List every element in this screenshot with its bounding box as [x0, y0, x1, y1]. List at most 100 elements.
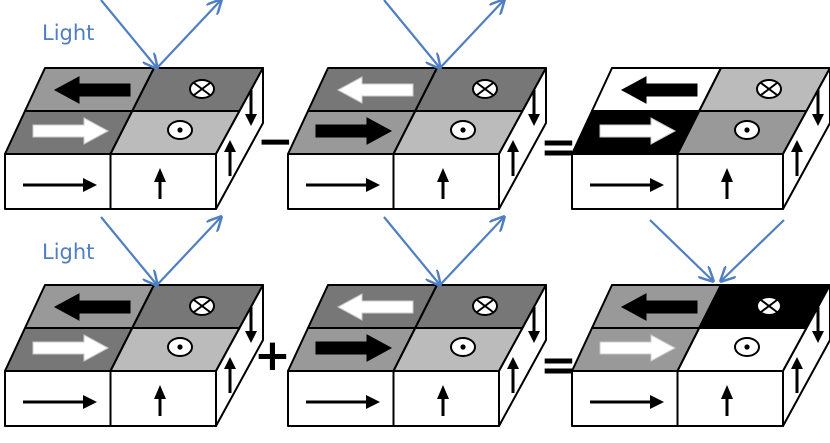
magnetization-arrow-lower [599, 117, 677, 145]
out-of-page-dot [460, 344, 466, 350]
magnetization-arrow-upper [336, 76, 414, 104]
out-of-page-dot [177, 127, 183, 133]
front-face-left [287, 153, 395, 210]
light-ray-reflected [156, 217, 221, 286]
out-of-page-icon [167, 120, 193, 140]
cube-top-mid [287, 0, 547, 210]
front-arrow-right-head [366, 178, 380, 192]
front-face-left [4, 370, 112, 427]
front-arrow-up-head [437, 385, 449, 399]
light-ray-incident-left [649, 219, 713, 281]
side-arrow-up-head [507, 357, 519, 369]
front-arrow-right [590, 395, 664, 409]
front-arrow-up [437, 385, 449, 416]
magnetization-arrow-upper [53, 293, 131, 321]
magnetization-arrow-lower [315, 334, 393, 362]
front-arrow-right-head [366, 395, 380, 409]
equals-operator-bottom: = [540, 340, 577, 391]
cube-group [4, 0, 830, 427]
into-page-cross-b [476, 299, 494, 313]
front-arrow-right [23, 178, 97, 192]
out-of-page-icon [450, 120, 476, 140]
front-arrow-up-head [154, 168, 166, 182]
front-face-left [287, 370, 395, 427]
out-of-page-icon [450, 337, 476, 357]
side-arrow-down-head [812, 114, 824, 126]
cube-top-right [571, 67, 830, 210]
light-ray-incident [383, 216, 440, 285]
front-arrow-up-head [721, 385, 733, 399]
front-arrow-right-head [83, 178, 97, 192]
front-arrow-right-head [83, 395, 97, 409]
magnetization-arrow-lower [32, 117, 110, 145]
side-arrows [224, 307, 257, 393]
out-of-page-icon [734, 120, 760, 140]
front-arrow-up-head [437, 168, 449, 182]
side-arrow-down-head [528, 331, 540, 343]
side-arrow-down-head [245, 114, 257, 126]
side-arrows [791, 90, 824, 176]
into-page-cross-b [760, 299, 778, 313]
side-arrows [791, 307, 824, 393]
cube-bottom-right [571, 219, 830, 427]
cube-bottom-mid [287, 216, 547, 427]
out-of-page-dot [744, 127, 750, 133]
into-page-icon [472, 79, 498, 99]
into-page-icon [189, 296, 215, 316]
light-ray-incident [383, 0, 440, 68]
side-arrow-up-head [791, 357, 803, 369]
side-arrows [224, 90, 257, 176]
into-page-icon [756, 296, 782, 316]
out-of-page-icon [167, 337, 193, 357]
cube-top-left [4, 0, 264, 210]
out-of-page-dot [744, 344, 750, 350]
side-arrow-down-head [528, 114, 540, 126]
into-page-icon [189, 79, 215, 99]
side-arrows [507, 307, 540, 393]
magnetization-arrow-lower [315, 117, 393, 145]
into-page-cross-b [760, 82, 778, 96]
into-page-cross-b [193, 299, 211, 313]
into-page-cross-b [476, 82, 494, 96]
front-face-left [571, 370, 679, 427]
magnetization-arrow-lower [32, 334, 110, 362]
front-arrow-up [154, 168, 166, 199]
front-arrow-up [721, 168, 733, 199]
front-arrow-right [306, 178, 380, 192]
magnetization-arrow-upper [53, 76, 131, 104]
front-face-left [571, 153, 679, 210]
magnetization-arrow-lower [599, 334, 677, 362]
light-label-top: Light [42, 21, 94, 45]
front-arrow-up [721, 385, 733, 416]
side-arrow-up-head [791, 140, 803, 152]
front-face-left [4, 153, 112, 210]
side-arrows [507, 90, 540, 176]
side-arrow-up-head [507, 140, 519, 152]
light-ray-reflected [156, 0, 221, 69]
light-ray-incident [100, 216, 157, 285]
light-ray-reflected [439, 0, 504, 69]
out-of-page-icon [734, 337, 760, 357]
magnetization-arrow-upper [620, 293, 698, 321]
light-ray-reflected [439, 217, 504, 286]
side-arrow-up-head [224, 140, 236, 152]
front-arrow-right-head [650, 395, 664, 409]
out-of-page-dot [177, 344, 183, 350]
light-label-bottom: Light [42, 240, 94, 264]
into-page-icon [756, 79, 782, 99]
light-ray-incident-right [721, 219, 785, 281]
front-arrow-right-head [650, 178, 664, 192]
front-arrow-right [23, 395, 97, 409]
side-arrow-down-head [245, 331, 257, 343]
front-arrow-right [306, 395, 380, 409]
cube-bottom-left [4, 216, 264, 427]
light-ray-incident [100, 0, 157, 68]
out-of-page-dot [460, 127, 466, 133]
magnetization-arrow-upper [336, 293, 414, 321]
magnetization-arrow-upper [620, 76, 698, 104]
front-arrow-up [437, 168, 449, 199]
equals-operator-top: = [540, 122, 577, 173]
front-arrow-right [590, 178, 664, 192]
front-arrow-up-head [721, 168, 733, 182]
